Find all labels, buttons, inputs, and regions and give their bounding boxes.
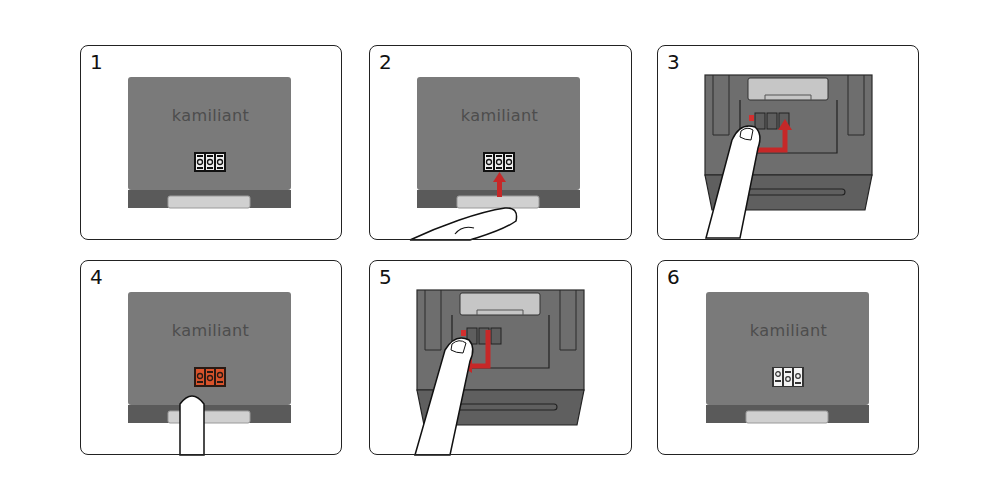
device-front [128,77,291,208]
fingernail [740,128,753,140]
finger [706,126,760,238]
red-arrow [755,119,792,150]
finger-crease [455,227,474,234]
brand-name: kamiliant [418,106,581,125]
finger [180,396,204,455]
device-front [417,77,580,208]
step-number: 2 [379,50,392,74]
step-panel: 4 kamiliant [80,260,342,455]
combination-dials [483,152,515,172]
device-body: kamiliant [418,78,581,209]
fingernail [451,341,466,353]
brand-name: kamiliant [707,321,870,340]
combination-dials [194,152,226,172]
step-number: 4 [90,265,103,289]
step-number: 6 [667,265,680,289]
step-number: 5 [379,265,392,289]
combination-dials [772,367,804,387]
device-body: kamiliant [129,78,292,209]
device-front [706,292,869,423]
brand-name: kamiliant [129,106,292,125]
red-arrow [493,172,506,197]
finger [410,208,517,240]
step-panel: 3 [657,45,919,240]
step-panel: 6 kamiliant [657,260,919,455]
step-panel: 2 kamiliant [369,45,632,240]
finger [415,338,473,455]
step-number: 3 [667,50,680,74]
device-body: kamiliant [707,293,870,424]
device-body: kamiliant [129,293,292,424]
step-number: 1 [90,50,103,74]
device-front [128,292,291,423]
step-panel: 5 [369,260,632,455]
step-panel: 1 kamiliant [80,45,342,240]
combination-dials [194,367,226,387]
brand-name: kamiliant [129,321,292,340]
